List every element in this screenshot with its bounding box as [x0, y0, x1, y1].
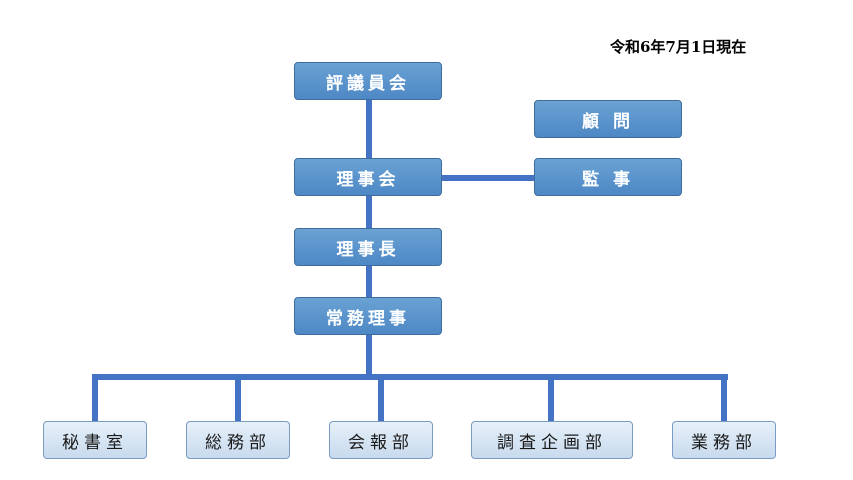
connector-bus-research-planning: [548, 374, 554, 422]
connector-horizontal-bus: [92, 374, 728, 380]
connector-council-board: [366, 99, 372, 159]
connector-board-auditor: [440, 175, 534, 181]
node-executive: 常務理事: [294, 297, 442, 335]
as-of-date: 令和6年7月1日現在: [610, 38, 747, 56]
node-research-planning: 調査企画部: [471, 421, 633, 459]
connector-bus-general-affairs: [235, 374, 241, 422]
node-auditor: 監 事: [534, 158, 682, 196]
node-advisor: 顧 問: [534, 100, 682, 138]
connector-chairman-executive: [366, 265, 372, 297]
connector-bus-secretariat: [92, 374, 98, 422]
connector-executive-bus: [366, 334, 372, 379]
node-operations: 業務部: [672, 421, 776, 459]
node-chairman: 理事長: [294, 228, 442, 266]
connector-board-chairman: [366, 196, 372, 228]
connector-bus-bulletin: [378, 374, 384, 422]
node-board: 理事会: [294, 158, 442, 196]
node-general-affairs: 総務部: [186, 421, 290, 459]
node-council: 評議員会: [294, 62, 442, 100]
node-secretariat: 秘書室: [43, 421, 147, 459]
node-bulletin: 会報部: [329, 421, 433, 459]
connector-bus-operations: [721, 374, 727, 422]
